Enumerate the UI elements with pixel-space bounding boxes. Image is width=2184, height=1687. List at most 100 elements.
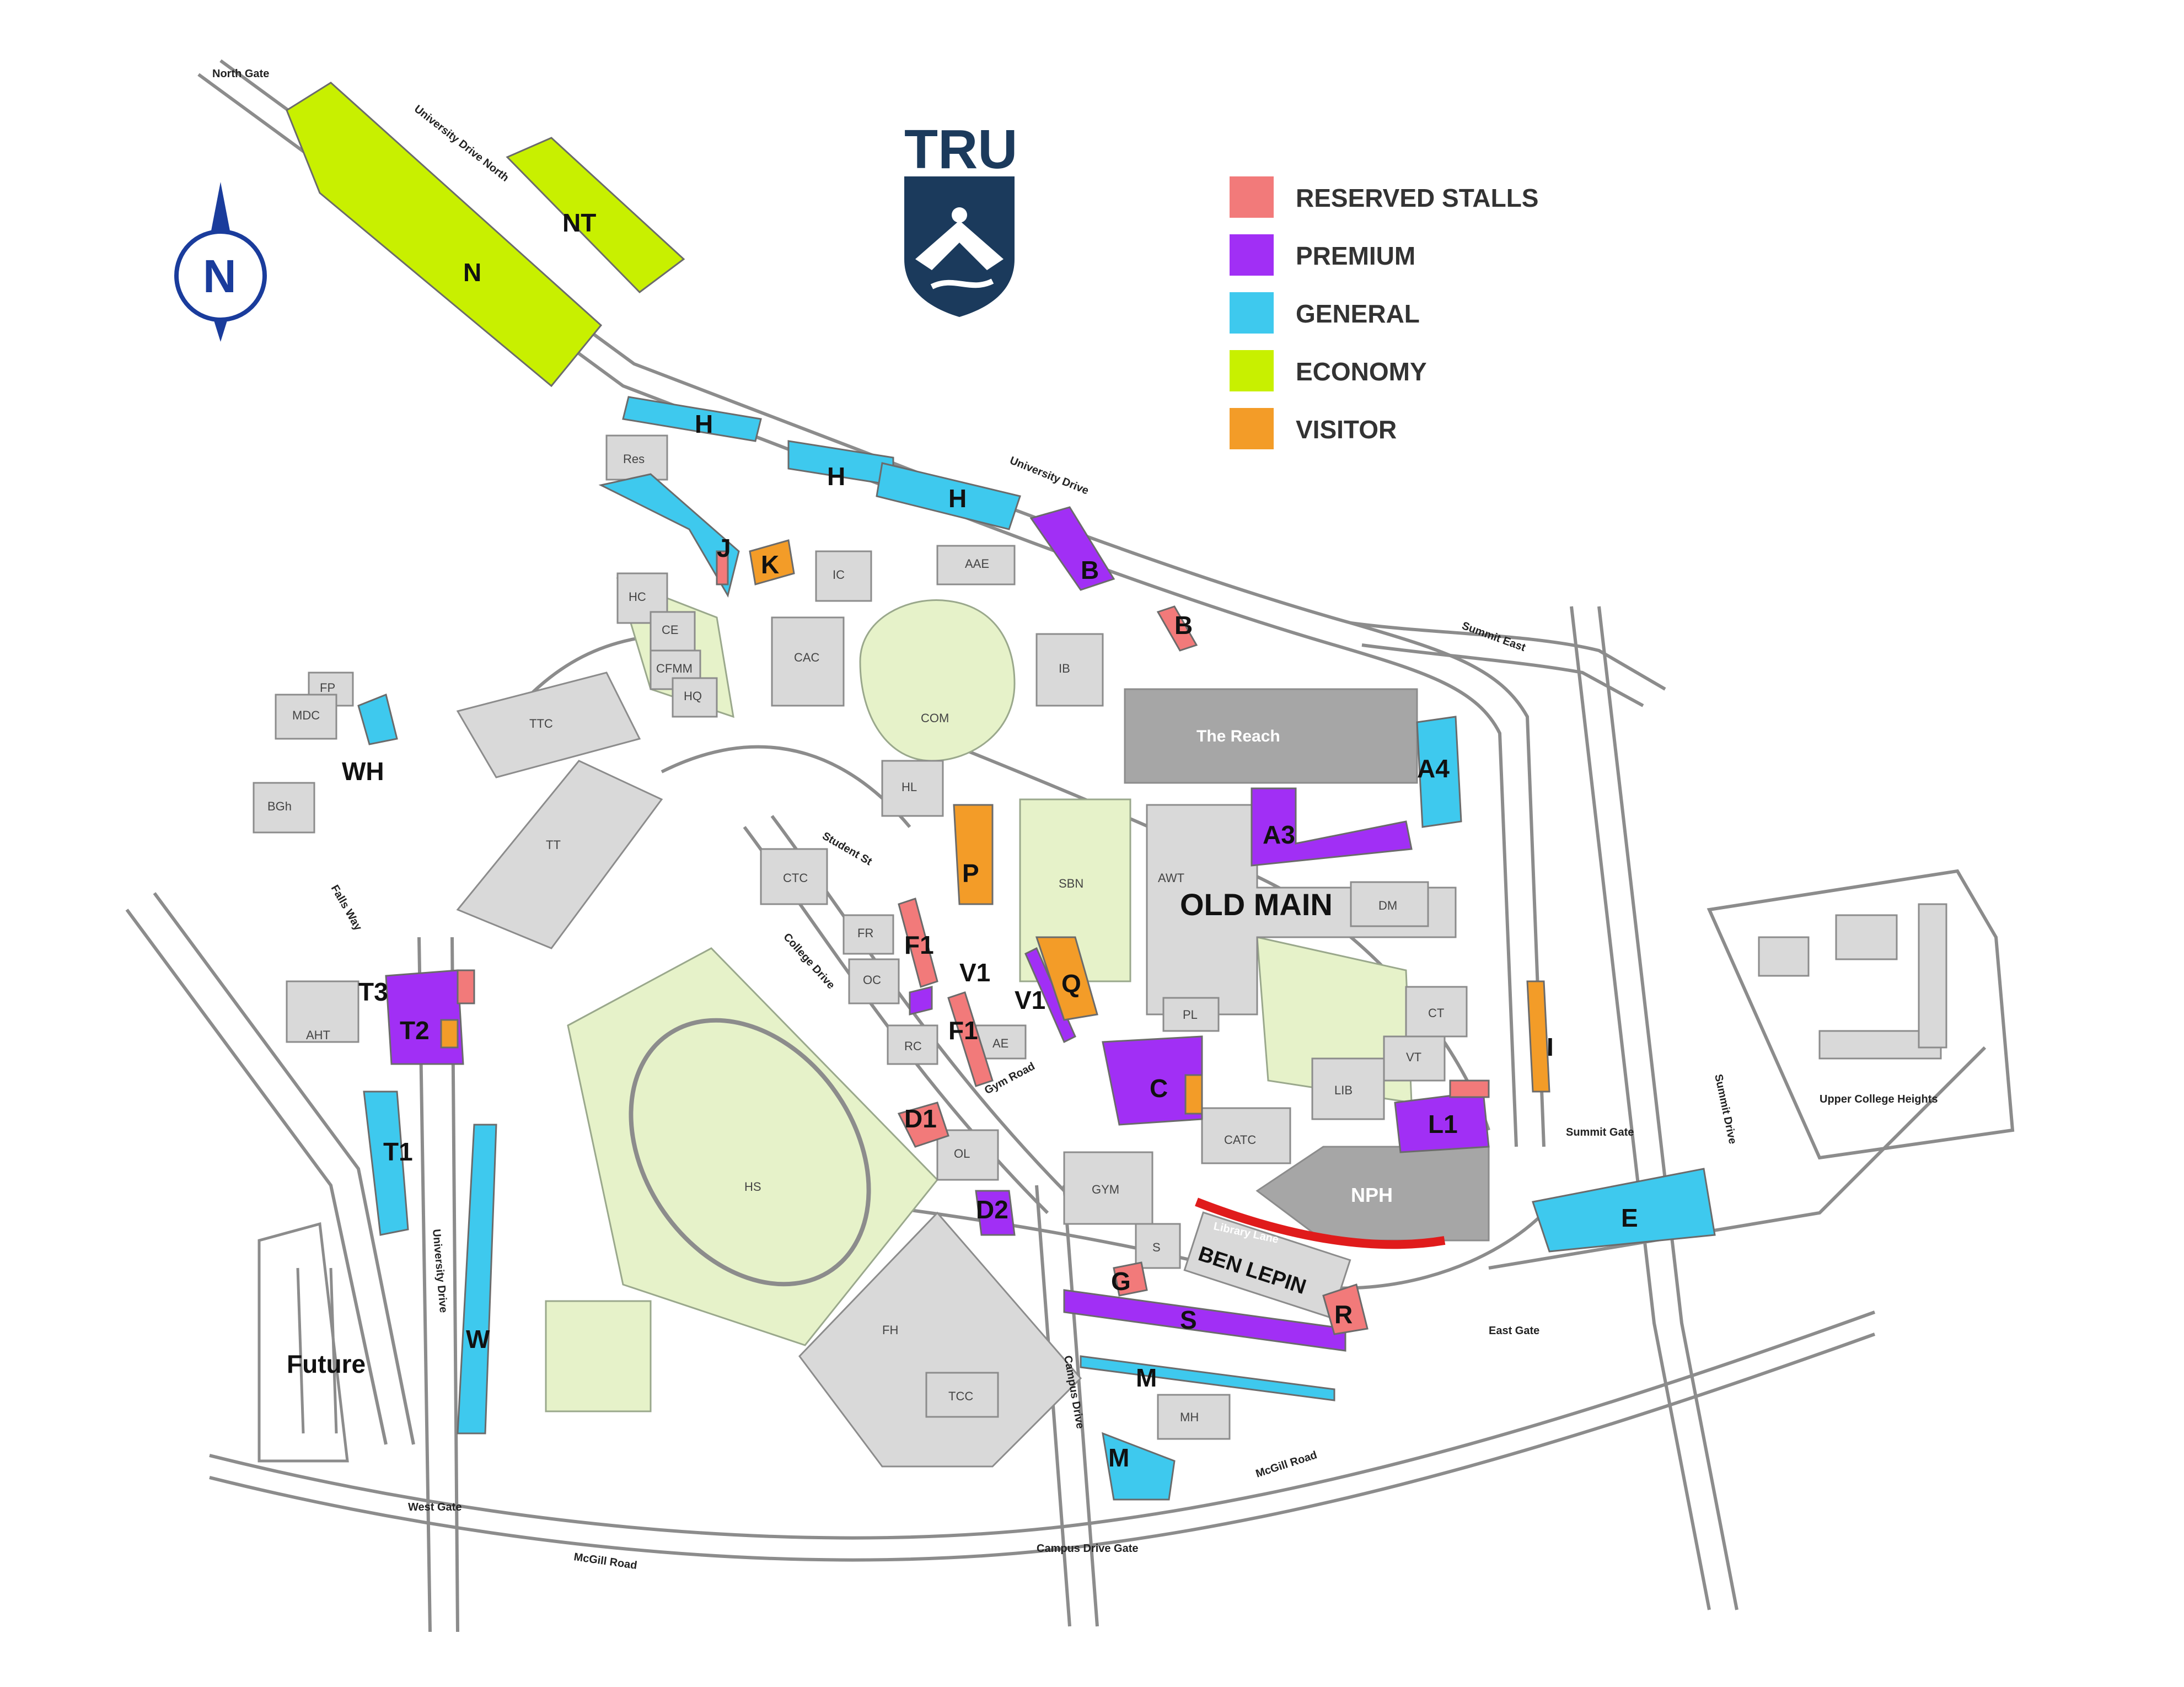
building-uch-1: [1758, 936, 1810, 977]
label-f1b: F1: [948, 1016, 978, 1045]
label-tcc: TCC: [948, 1389, 973, 1403]
building-dm: [1350, 881, 1429, 927]
lot-p[interactable]: [953, 804, 994, 905]
legend-label-economy: ECONOMY: [1296, 357, 1427, 386]
label-ib: IB: [1059, 662, 1070, 675]
logo-sun-icon: [952, 207, 967, 223]
building-labels: The Reach OLD MAIN NPH BEN LEPIN Res CAC…: [267, 452, 1444, 1424]
compass: N: [174, 182, 267, 342]
lot-v1b[interactable]: [1024, 947, 1076, 1044]
label-s: S: [1180, 1305, 1197, 1334]
lot-t2-visitor[interactable]: [440, 1019, 459, 1049]
label-north-gate: North Gate: [212, 68, 269, 80]
compass-letter: N: [203, 250, 237, 302]
label-rc: RC: [904, 1039, 922, 1053]
label-q: Q: [1061, 969, 1081, 998]
label-oc: OC: [863, 973, 881, 987]
building-the-reach: [1124, 688, 1418, 784]
logo-text: TRU: [904, 119, 1018, 180]
label-n: N: [463, 258, 481, 287]
label-hs: HS: [744, 1180, 761, 1194]
label-bgh: BGh: [267, 799, 292, 813]
building-fh: [798, 1211, 1082, 1468]
label-com: COM: [921, 711, 949, 725]
tru-logo: TRU: [904, 119, 1018, 317]
lot-h3[interactable]: [876, 462, 1021, 530]
field-south: [545, 1300, 652, 1412]
lot-r[interactable]: [1322, 1283, 1369, 1335]
label-future: Future: [287, 1350, 366, 1378]
label-university-drive: University Drive: [1008, 454, 1090, 497]
lot-q[interactable]: [1035, 936, 1098, 1021]
label-c: C: [1150, 1074, 1168, 1103]
lot-h1[interactable]: [622, 396, 762, 442]
label-lib: LIB: [1334, 1083, 1353, 1097]
building-uch-2: [1835, 914, 1898, 960]
building-oc: [848, 958, 900, 1004]
label-j: J: [717, 534, 731, 562]
lot-wh-small[interactable]: [357, 693, 398, 745]
building-hl: [881, 760, 944, 817]
lot-c[interactable]: [1102, 1035, 1203, 1126]
label-d1: D1: [904, 1104, 937, 1133]
logo-river-icon: [930, 278, 994, 289]
label-falls-way: Falls Way: [329, 883, 364, 933]
lot-d1[interactable]: [897, 1102, 949, 1148]
lot-t1[interactable]: [363, 1090, 409, 1236]
building-mh: [1157, 1394, 1231, 1440]
lot-m2[interactable]: [1102, 1432, 1176, 1501]
label-t1: T1: [383, 1137, 413, 1166]
lot-k[interactable]: [749, 539, 795, 585]
label-l1: L1: [1428, 1110, 1458, 1138]
legend-label-premium: PREMIUM: [1296, 241, 1415, 270]
label-d2: D2: [976, 1195, 1008, 1224]
label-t3: T3: [358, 977, 388, 1006]
lot-d2[interactable]: [975, 1190, 1016, 1236]
lot-j-reserved[interactable]: [716, 550, 729, 585]
legend-swatch-visitor: [1230, 408, 1274, 449]
lot-labels: NT N H H H J K B B A4 A3 P F1 F1 V1 V1 Q…: [287, 208, 1638, 1472]
lot-g[interactable]: [1113, 1261, 1148, 1297]
label-ae: AE: [992, 1036, 1008, 1050]
label-mh: MH: [1180, 1410, 1199, 1424]
label-the-reach: The Reach: [1196, 727, 1280, 745]
lot-i[interactable]: [1526, 980, 1550, 1093]
quad-sbn: [1019, 798, 1131, 982]
label-nt: NT: [562, 208, 596, 237]
building-catc: [1201, 1107, 1291, 1164]
legend-label-general: GENERAL: [1296, 299, 1420, 328]
lot-b1[interactable]: [1029, 506, 1115, 591]
lot-t3[interactable]: [457, 969, 475, 1004]
legend-swatch-general: [1230, 292, 1274, 334]
lot-v1a[interactable]: [909, 986, 933, 1016]
label-b2: B: [1174, 611, 1193, 640]
lot-c-visitor[interactable]: [1184, 1074, 1203, 1115]
label-awt: AWT: [1158, 871, 1184, 885]
lot-f1b[interactable]: [947, 991, 994, 1087]
lot-nt[interactable]: [506, 137, 685, 293]
building-fr: [843, 914, 894, 955]
lot-m1[interactable]: [1080, 1355, 1335, 1401]
label-ce: CE: [662, 623, 679, 637]
label-hl: HL: [901, 780, 917, 794]
lot-w[interactable]: [457, 1124, 497, 1435]
compass-ring: [174, 229, 267, 322]
lot-b2[interactable]: [1156, 605, 1198, 652]
label-h3: H: [948, 484, 967, 513]
lot-a3[interactable]: [1251, 787, 1413, 867]
legend-label-visitor: VISITOR: [1296, 415, 1397, 444]
legend-swatch-reserved: [1230, 176, 1274, 218]
running-track: [629, 1018, 871, 1287]
label-pl: PL: [1183, 1008, 1198, 1022]
lot-s[interactable]: [1063, 1289, 1346, 1352]
label-east-gate: East Gate: [1489, 1325, 1539, 1337]
label-v1a: V1: [959, 958, 990, 987]
building-ctc: [760, 848, 828, 905]
label-r: R: [1334, 1300, 1353, 1329]
lot-n[interactable]: [286, 82, 603, 388]
lot-e[interactable]: [1532, 1168, 1716, 1253]
lot-l1-reserved[interactable]: [1449, 1079, 1490, 1098]
lot-a4[interactable]: [1416, 716, 1462, 828]
label-fp: FP: [320, 681, 335, 695]
lot-f1a[interactable]: [898, 898, 938, 988]
